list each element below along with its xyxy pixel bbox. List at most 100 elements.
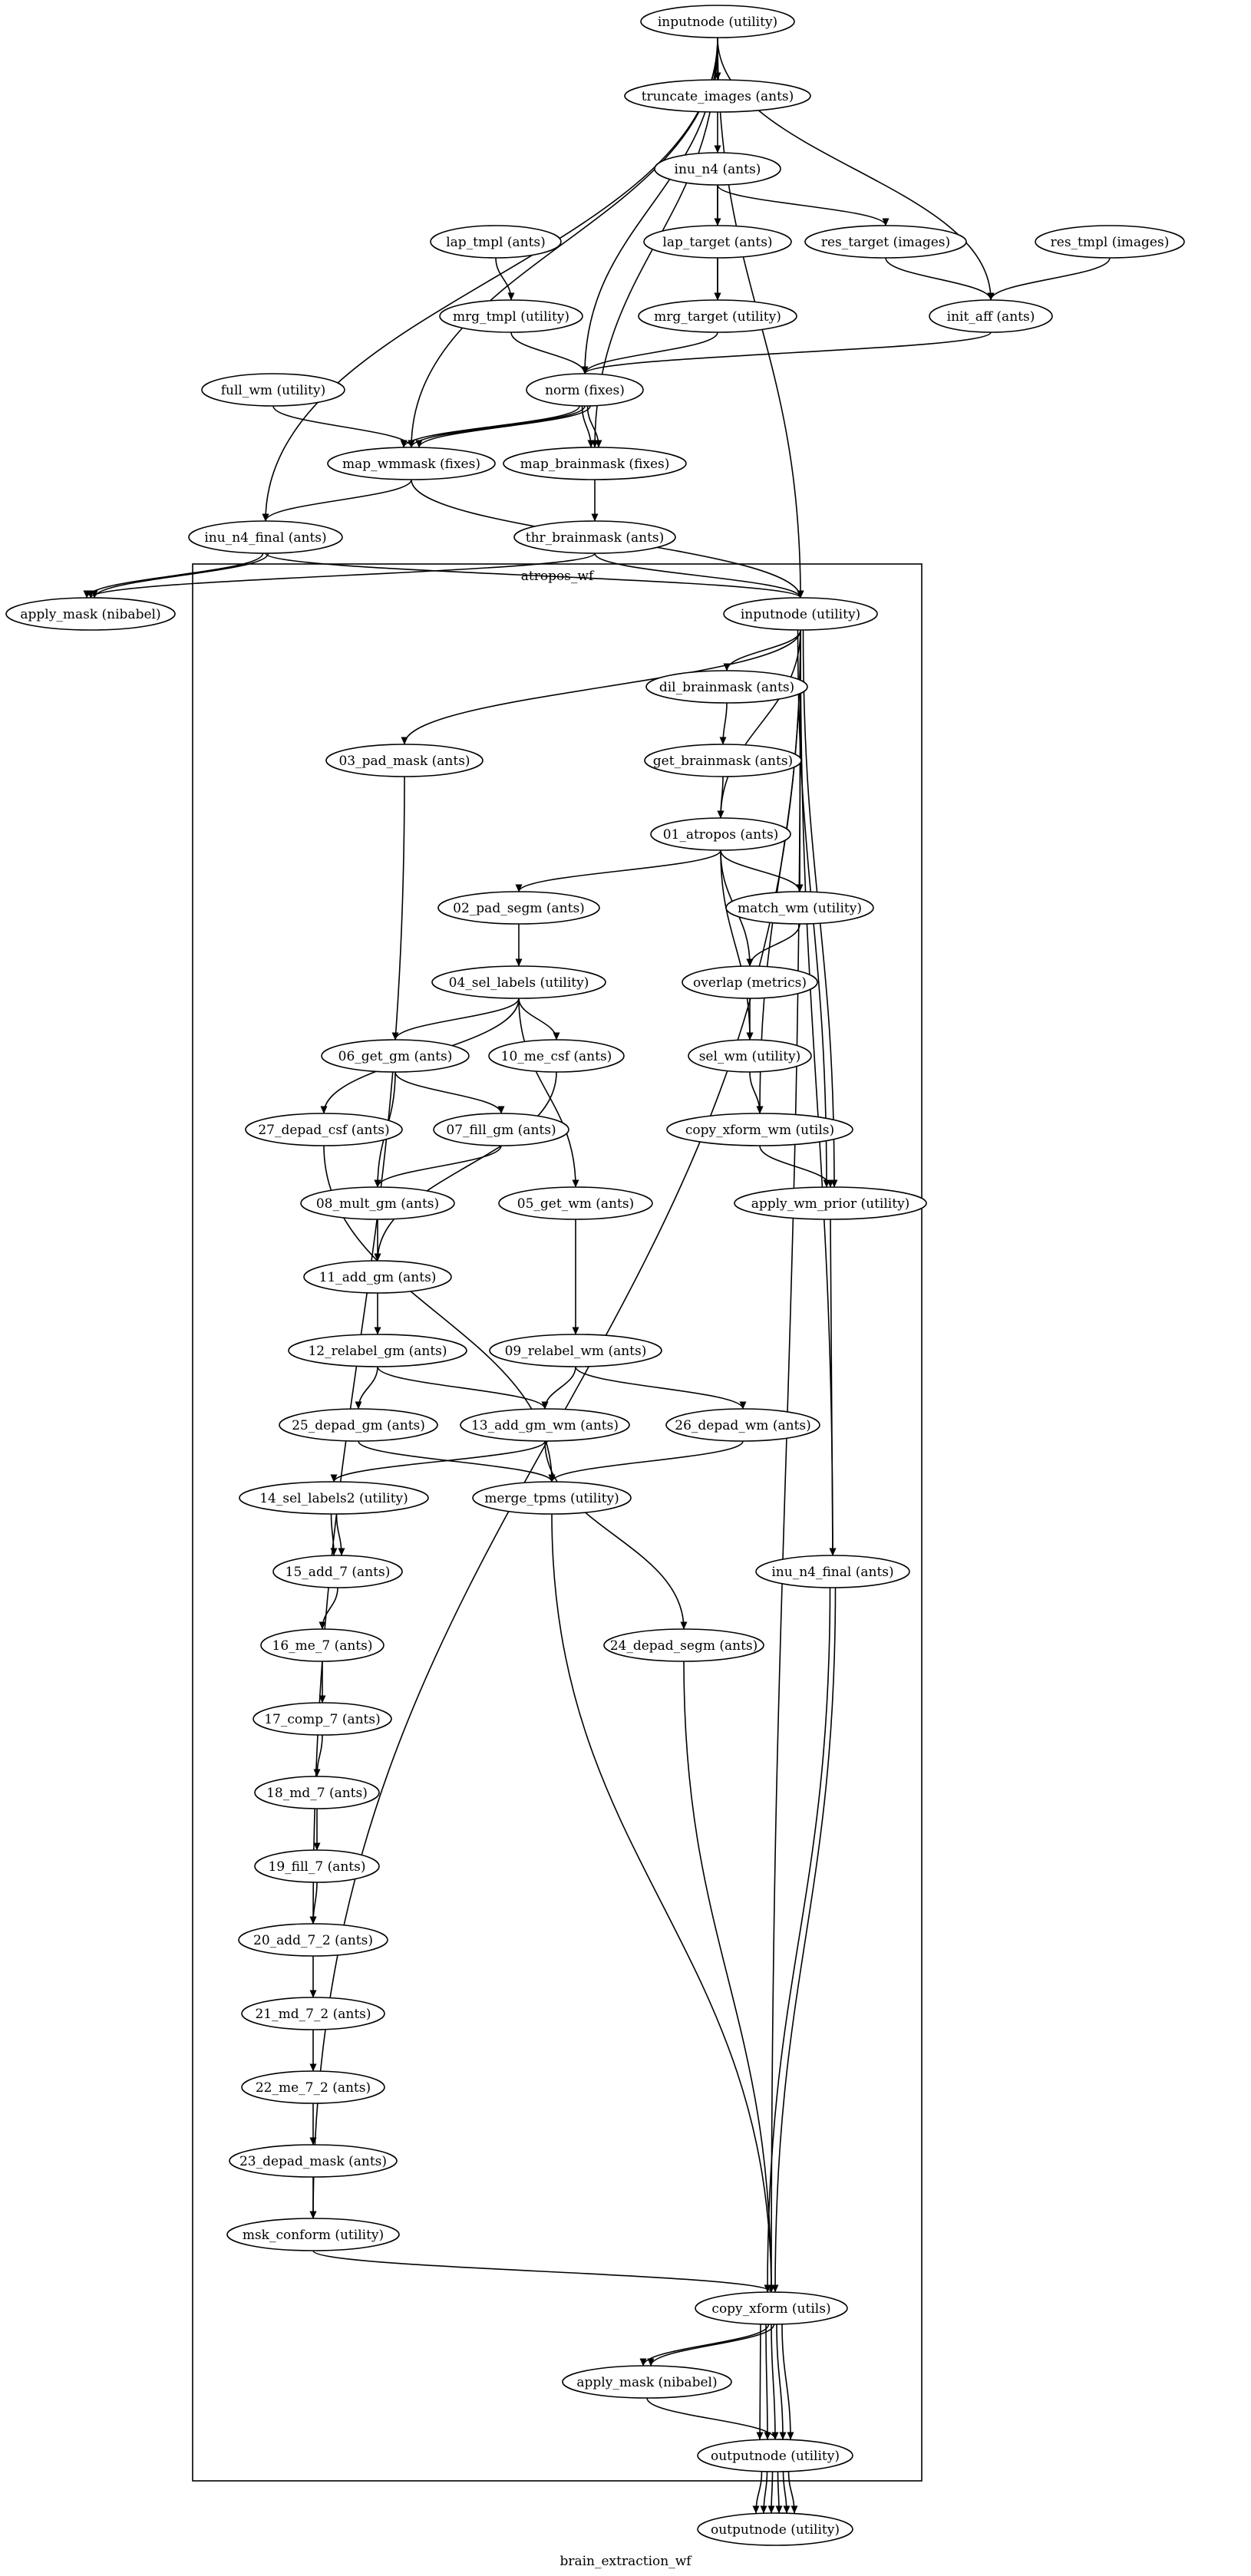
node-map-wmmask: map_wmmask (fixes) (327, 447, 496, 480)
node-label: 20_add_7_2 (ants) (253, 1933, 373, 1948)
edge-atropos01-to-sel_wm (720, 849, 754, 1041)
edge-path (717, 776, 725, 819)
node-shape (272, 1555, 403, 1588)
edge-path (987, 257, 1111, 301)
edge-res_tmpl-to-init_aff (987, 257, 1111, 301)
node-shape (201, 373, 345, 407)
edge-sel_wm-to-copy_xform_wm (749, 1071, 764, 1114)
edge-path (265, 552, 804, 599)
edge-inu_n4_final_a-to-copy_xform (764, 1587, 831, 2293)
node-shape (688, 1039, 812, 1073)
edge-path (581, 405, 595, 448)
edge-path (272, 405, 415, 448)
edge-path (319, 1587, 338, 1630)
node-shape (498, 1186, 653, 1220)
edge-norm-to-map_wmmask (408, 405, 586, 448)
node-shape (439, 299, 583, 333)
edge-path (541, 1366, 576, 1410)
edge-path (510, 331, 589, 374)
edge-relabel_wm09-to-depad_wm26 (575, 1366, 747, 1410)
edge-path (355, 1366, 378, 1410)
node-shape (431, 965, 606, 999)
node-add-gm-wm13: 13_add_gm_wm (ants) (460, 1408, 630, 1442)
node-label: mrg_target (utility) (654, 309, 781, 325)
node-lap-tmpl: lap_tmpl (ants) (430, 225, 562, 259)
edge-path (400, 405, 580, 448)
node-label: 14_sel_labels2 (utility) (259, 1491, 408, 1506)
node-shape (437, 891, 600, 925)
node-shape (303, 1260, 452, 1294)
edge-depad_gm25-to-merge_tpms (358, 1440, 556, 1483)
edge-get_gm06-to-fill_gm07 (394, 1071, 505, 1114)
edge-path (91, 552, 269, 599)
edge-a_outputnode-to-outputnode_bottom (752, 2471, 763, 2514)
node-label: 23_depad_mask (ants) (239, 2154, 387, 2169)
edge-copy_xform-to-a_outputnode (756, 2324, 764, 2440)
edge-path (723, 629, 801, 671)
node-shape (488, 1039, 625, 1073)
edge-lap_tmpl-to-mrg_tmpl (495, 257, 515, 301)
edge-add_gm_wm13-to-depad_segm24 (544, 1440, 688, 1630)
node-label: 21_md_7_2 (ants) (255, 2007, 371, 2022)
node-label: get_brainmask (ants) (653, 754, 793, 769)
edge-path (495, 257, 515, 301)
node-sel-wm: sel_wm (utility) (688, 1039, 812, 1073)
edge-a_outputnode-to-outputnode_bottom (760, 2471, 768, 2514)
edge-inu_n4_final_top-to-a_inputnode (265, 552, 804, 599)
edge-norm-to-map_brainmask (586, 405, 602, 448)
edge-path (775, 2471, 783, 2514)
node-shape (603, 1628, 764, 1662)
node-label: 03_pad_mask (ants) (338, 754, 470, 769)
node-copy-xform: copy_xform (utils) (695, 2291, 848, 2325)
edges-layer (83, 37, 1111, 2514)
node-shape (226, 2218, 400, 2251)
node-label: inu_n4_final (ants) (771, 1565, 893, 1580)
node-map-brainmask: map_brainmask (fixes) (503, 447, 687, 480)
edge-path (720, 849, 804, 892)
node-outputnode-bottom: outputnode (utility) (697, 2512, 853, 2546)
edge-path (776, 2324, 787, 2440)
node-label: 11_add_gm (ants) (319, 1270, 437, 1285)
node-md7-18: 18_md_7 (ants) (254, 1776, 380, 1809)
edge-path (782, 2471, 791, 2514)
edge-dil_brainmask-to-get_brainmask (719, 702, 728, 745)
node-merge-tpms: merge_tpms (utility) (472, 1481, 632, 1515)
edge-a_inputnode-to-inu_n4_final_a (800, 629, 837, 1556)
edge-path (683, 1661, 775, 2293)
node-shape (682, 965, 818, 999)
edge-copy_xform-to-apply_mask_a (647, 2324, 775, 2367)
node-label: apply_mask (nibabel) (576, 2375, 717, 2390)
node-md72-21: 21_md_7_2 (ants) (241, 1997, 385, 2030)
node-label: 16_me_7 (ants) (272, 1638, 373, 1654)
node-label: res_target (images) (821, 235, 950, 250)
node-shape (325, 744, 484, 777)
edge-depad_wm26-to-merge_tpms (548, 1440, 744, 1483)
edge-a_outputnode-to-outputnode_bottom (767, 2471, 775, 2514)
edge-path (309, 1882, 318, 1925)
node-shape (695, 2291, 848, 2325)
edge-sel_labels04-to-get_gm06 (391, 998, 520, 1041)
node-relabel-gm12: 12_relabel_gm (ants) (288, 1334, 467, 1367)
node-label: 24_depad_segm (ants) (610, 1638, 758, 1654)
node-label: thr_brainmask (ants) (526, 530, 665, 546)
edge-inu_n4_final_a-to-copy_xform (771, 1587, 837, 2293)
edge-path (394, 1071, 505, 1114)
node-a-outputnode: outputnode (utility) (697, 2439, 853, 2472)
edge-path (647, 2324, 775, 2367)
edge-full_wm-to-map_wmmask (272, 405, 415, 448)
edge-path (719, 702, 728, 745)
edge-path (518, 998, 579, 1188)
node-shape (650, 817, 791, 851)
edge-path (518, 998, 560, 1041)
edge-msk_conform-to-copy_xform (312, 2250, 775, 2293)
edge-thr_brainmask-to-a_inputnode (594, 552, 804, 599)
node-shape (238, 1923, 388, 1957)
edge-fill7_19-to-add72_20 (309, 1882, 318, 1925)
node-shape (526, 373, 644, 407)
node-label: msk_conform (utility) (243, 2228, 384, 2243)
node-label: 18_md_7 (ants) (266, 1786, 368, 1801)
edge-path (752, 2471, 763, 2514)
edge-add_gm_wm13-to-sel_labels2_14 (330, 1440, 546, 1483)
edge-me_csf10-to-add_gm11 (374, 1071, 557, 1262)
node-add-gm11: 11_add_gm (ants) (303, 1260, 452, 1294)
